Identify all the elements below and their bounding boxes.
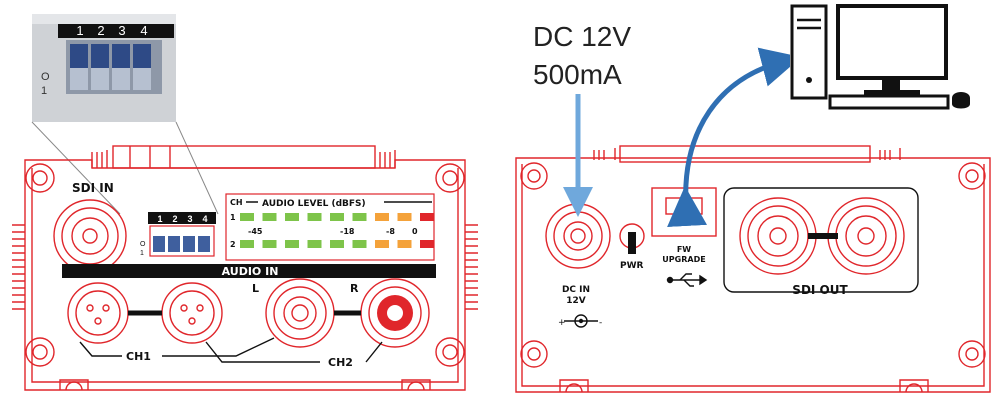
dip-zoom-state-on: 1	[41, 85, 47, 97]
dip-number: 4	[202, 214, 207, 224]
meter-led	[397, 240, 412, 248]
meter-led	[285, 240, 299, 248]
dc-callout-line2: 500mA	[533, 59, 622, 90]
audio-level-meter: CH AUDIO LEVEL (dBFS) 1 2 -45 -18 -8 0	[225, 193, 435, 261]
sdi-out-bnc-1	[739, 197, 817, 275]
dip-switch[interactable]: 1 2 3 4 O 1	[140, 212, 216, 257]
meter-led	[307, 213, 322, 221]
left-panel-outline	[24, 159, 466, 391]
desktop-computer-icon	[790, 0, 1000, 112]
sdi-out-bnc-2	[827, 197, 905, 275]
cooling-fins-top	[91, 145, 396, 169]
dip-state-on: 1	[140, 250, 144, 257]
audio-in-bar	[62, 264, 436, 278]
dc-callout-line1: DC 12V	[533, 21, 631, 52]
usb-connection-arrow	[667, 47, 802, 228]
right-panel-outline	[515, 157, 991, 393]
sdi-in-bnc-connector	[53, 199, 127, 273]
meter-scale-label: 0	[412, 227, 418, 236]
meter-led	[375, 240, 389, 248]
sdi-in-label: SDI IN	[72, 181, 114, 195]
meter-scale-label: -18	[340, 227, 355, 236]
svg-text:-: -	[599, 318, 602, 328]
xlr-connector-ch2	[161, 282, 223, 344]
left-device-panel	[12, 145, 478, 391]
meter-scale-label: -8	[386, 227, 395, 236]
ch1-label: CH1	[126, 350, 151, 363]
meter-ch-label: CH	[230, 198, 243, 207]
dip-zoom-number: 2	[97, 23, 104, 38]
dip-zoom-number: 3	[118, 23, 125, 38]
meter-led	[285, 213, 299, 221]
dc-polarity-icon: + -	[558, 314, 602, 328]
xlr-connector-ch1	[67, 282, 129, 344]
ch2-label: CH2	[328, 356, 353, 369]
dip-zoom-state-off: O	[41, 71, 50, 83]
audio-in-label: AUDIO IN	[222, 265, 279, 278]
meter-leds-row-1	[240, 213, 434, 221]
dip-state-off: O	[140, 241, 146, 248]
dip-number: 2	[172, 214, 177, 224]
meter-led	[240, 213, 254, 221]
fw-label-line2: UPGRADE	[662, 255, 705, 264]
dip-zoom-number: 1	[76, 23, 83, 38]
dc-in-jack	[545, 203, 611, 269]
meter-led	[375, 213, 389, 221]
meter-led	[307, 240, 322, 248]
r-label: R	[350, 282, 359, 295]
meter-led	[262, 240, 277, 248]
dip-zoom-number: 4	[140, 23, 147, 38]
meter-row-1-label: 1	[230, 213, 236, 222]
pwr-led	[628, 232, 636, 254]
svg-text:+: +	[558, 318, 566, 328]
meter-title: AUDIO LEVEL (dBFS)	[262, 199, 366, 209]
right-device-panel	[515, 145, 991, 393]
pwr-label: PWR	[620, 261, 644, 271]
meter-led	[330, 240, 344, 248]
usb-icon	[666, 273, 708, 287]
dip-number: 1	[157, 214, 162, 224]
meter-led	[420, 240, 434, 248]
dip-zoom-numbers: 1 2 3 4	[76, 23, 147, 38]
meter-led	[262, 213, 277, 221]
l-label: L	[252, 282, 259, 295]
rca-connector-left	[265, 278, 335, 348]
meter-led	[240, 240, 254, 248]
fw-label-line1: FW	[677, 245, 691, 254]
meter-row-2-label: 2	[230, 240, 236, 249]
dc-in-label-line2: 12V	[566, 296, 586, 306]
meter-led	[420, 213, 434, 221]
dc-in-label-line1: DC IN	[562, 285, 590, 295]
meter-leds-row-2	[240, 240, 434, 248]
meter-led	[352, 240, 367, 248]
meter-scale-label: -45	[248, 227, 263, 236]
meter-led	[352, 213, 367, 221]
dip-number: 3	[187, 214, 192, 224]
meter-led	[397, 213, 412, 221]
meter-led	[330, 213, 344, 221]
dip-switch-zoom: 1 2 3 4 O 1	[31, 14, 219, 215]
sdi-out-label: SDI OUT	[792, 283, 848, 297]
